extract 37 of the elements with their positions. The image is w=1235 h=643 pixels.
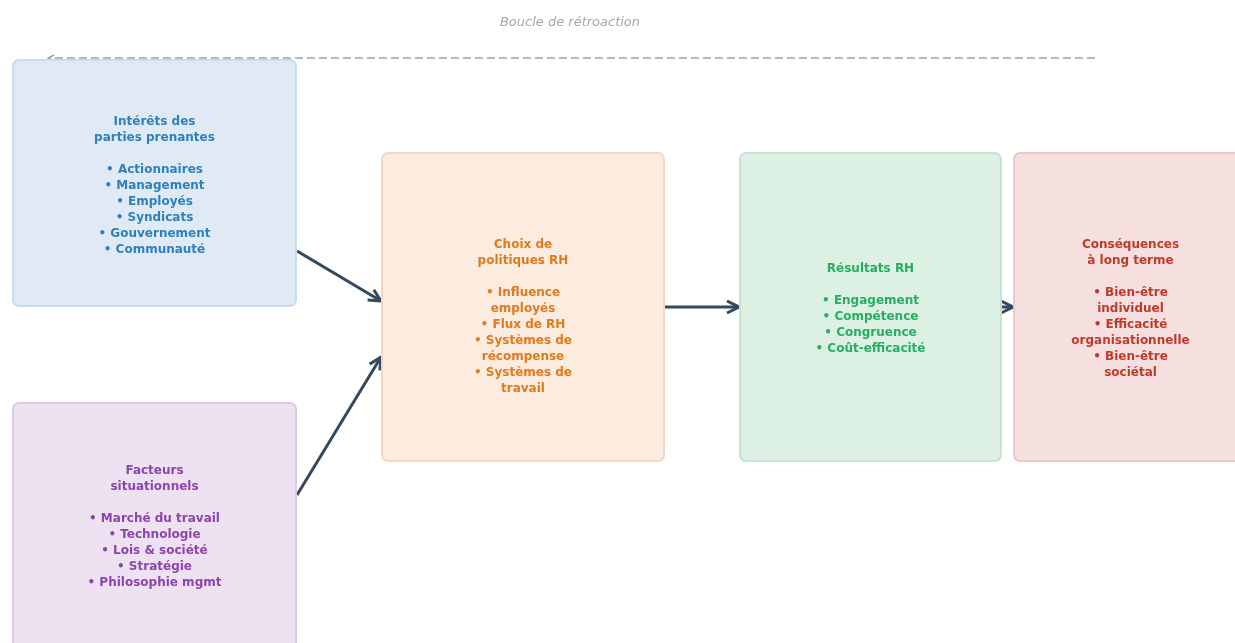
bullet-item: • Management — [104, 177, 205, 193]
bullet-item: • Employés — [116, 193, 193, 209]
box-heading: Conséquences à long terme — [1080, 236, 1181, 268]
bullet-item: • Bien-être sociétal — [1092, 348, 1169, 380]
bullet-item: • Stratégie — [117, 558, 192, 574]
box-heading: Facteurs situationnels — [109, 462, 200, 494]
bullet-item: • Systèmes de travail — [473, 364, 573, 396]
bullet-item: • Philosophie mgmt — [87, 574, 222, 590]
process-box — [381, 152, 665, 462]
bullet-item: • Lois & société — [101, 542, 208, 558]
process-box — [739, 152, 1002, 462]
bullet-item: • Marché du travail — [89, 510, 220, 526]
bullet-item: • Systèmes de récompense — [473, 332, 573, 364]
box-heading: Intérêts des parties prenantes — [93, 113, 216, 145]
bullet-item: • Congruence — [824, 324, 917, 340]
arrow — [295, 355, 383, 496]
bullet-item: • Technologie — [108, 526, 201, 542]
bullet-item: • Gouvernement — [98, 225, 211, 241]
arrow — [47, 54, 1096, 62]
box-heading: Résultats RH — [826, 260, 915, 276]
bullet-item: • Actionnaires — [106, 161, 203, 177]
bullet-item: • Efficacité organisationnelle — [1070, 316, 1191, 348]
bullet-item: • Compétence — [822, 308, 919, 324]
process-box — [12, 59, 297, 307]
bullet-item: • Influence employés — [484, 284, 562, 316]
arrow — [296, 249, 383, 303]
edge-label: Boucle de rétroaction — [499, 14, 641, 29]
process-box — [12, 402, 297, 643]
bullet-item: • Bien-être individuel — [1092, 284, 1169, 316]
bullet-item: • Engagement — [822, 292, 919, 308]
bullet-item: • Communauté — [103, 241, 206, 257]
bullet-item: • Coût-efficacité — [815, 340, 926, 356]
bullet-item: • Flux de RH — [480, 316, 566, 332]
bullet-item: • Syndicats — [115, 209, 194, 225]
box-heading: Choix de politiques RH — [476, 236, 570, 268]
arrow — [665, 299, 741, 315]
process-box — [1013, 152, 1235, 462]
